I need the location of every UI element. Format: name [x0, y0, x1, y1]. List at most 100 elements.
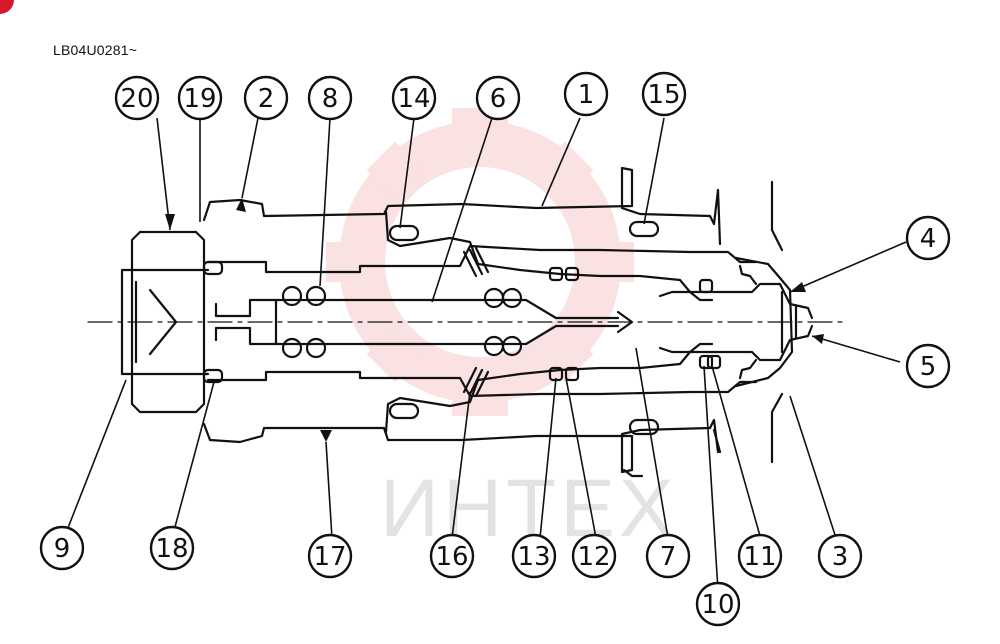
callout-number: 11: [743, 542, 776, 572]
leader-15: [643, 117, 665, 225]
callout-circle: [641, 71, 687, 117]
arrowhead: [812, 334, 824, 344]
callout-7: 7: [645, 533, 691, 579]
callout-circle: [307, 533, 353, 579]
callout-circle: [149, 525, 195, 571]
o-ring: [628, 220, 660, 238]
callout-circle: [563, 71, 609, 117]
leader-17: [325, 441, 333, 539]
callout-3: 3: [817, 533, 863, 579]
leader-12: [565, 377, 597, 539]
sleeve-upper: [384, 210, 714, 302]
callout-number: 6: [490, 84, 507, 114]
callout-number: 20: [120, 84, 153, 114]
callout-number: 17: [313, 542, 346, 572]
callout-circle: [391, 75, 437, 121]
callout-5: 5: [905, 343, 951, 389]
callout-number: 4: [920, 224, 937, 254]
backup-ring-lower: [462, 366, 490, 398]
callout-2: 2: [243, 75, 289, 121]
end-cap: [734, 256, 794, 388]
adjusting-nut: [130, 230, 206, 414]
callout-number: 14: [397, 84, 430, 114]
spring-coil: [305, 337, 327, 359]
callout-circle: [737, 533, 783, 579]
leader-6: [431, 117, 493, 303]
housing-lower: [202, 418, 720, 474]
callout-16: 16: [429, 533, 475, 579]
o-ring: [564, 266, 580, 282]
spring-coil: [483, 335, 505, 357]
callout-circle: [645, 533, 691, 579]
body-bore-upper: [206, 244, 758, 274]
spring-coil: [483, 287, 505, 309]
callout-9: 9: [39, 525, 85, 571]
callout-number: 10: [701, 590, 734, 620]
callout-number: 2: [258, 84, 275, 114]
leader-8: [319, 117, 331, 287]
leader-3: [789, 395, 837, 539]
leader-5: [811, 335, 901, 363]
callout-balloons: 20 19 2 8 14 6 1 15 4 5 3 11 10 7 12 13 16 17 18 9: [39, 71, 951, 627]
nut-head: [120, 268, 210, 376]
callout-circle: [511, 533, 557, 579]
o-ring: [388, 224, 420, 242]
spool-lower: [214, 324, 620, 346]
cap-thread-bottom: [738, 358, 758, 380]
callout-circle: [475, 75, 521, 121]
leader-11: [711, 365, 761, 537]
leader-20: [156, 117, 171, 231]
callout-number: 7: [660, 542, 677, 572]
callout-8: 8: [307, 75, 353, 121]
callout-1: 1: [563, 71, 609, 117]
callout-circle: [243, 75, 289, 121]
o-ring: [698, 354, 714, 370]
spool-upper: [214, 298, 620, 320]
callout-17: 17: [307, 533, 353, 579]
backup-ring-upper: [462, 246, 490, 278]
callout-number: 16: [435, 542, 468, 572]
spring-coil: [501, 287, 523, 309]
arrowhead: [236, 198, 246, 212]
spring-coil: [281, 337, 303, 359]
callout-number: 5: [920, 352, 937, 382]
cap-thread-top: [738, 264, 758, 286]
sleeve-lower: [384, 342, 714, 434]
callout-circle: [571, 533, 617, 579]
callout-number: 18: [155, 534, 188, 564]
callout-18: 18: [149, 525, 195, 571]
drawing-code: LB04U0281~: [53, 42, 138, 58]
callout-circle: [429, 533, 475, 579]
leader-2: [241, 117, 259, 199]
o-ring: [564, 366, 580, 382]
nut-hex-face: [148, 288, 178, 356]
callout-19: 19: [177, 75, 223, 121]
arrowhead: [165, 214, 175, 230]
callout-number: 13: [517, 542, 550, 572]
callout-number: 8: [322, 84, 339, 114]
callout-20: 20: [114, 75, 160, 121]
callout-13: 13: [511, 533, 557, 579]
callout-12: 12: [571, 533, 617, 579]
callout-circle: [905, 343, 951, 389]
o-ring: [202, 260, 224, 276]
callout-10: 10: [695, 581, 741, 627]
callout-number: 3: [832, 542, 849, 572]
o-ring: [202, 368, 224, 384]
callout-number: 1: [578, 80, 595, 110]
callout-circle: [114, 75, 160, 121]
leader-9: [63, 379, 127, 539]
leader-1: [541, 117, 581, 207]
leader-16: [451, 391, 471, 539]
callout-circle: [39, 525, 85, 571]
leader-13: [539, 377, 557, 539]
arrowhead: [790, 282, 806, 292]
callout-15: 15: [641, 71, 687, 117]
o-ring: [388, 402, 420, 420]
o-ring: [628, 418, 660, 436]
leader-4: [789, 241, 907, 293]
callout-circle: [817, 533, 863, 579]
leader-10: [703, 365, 719, 591]
